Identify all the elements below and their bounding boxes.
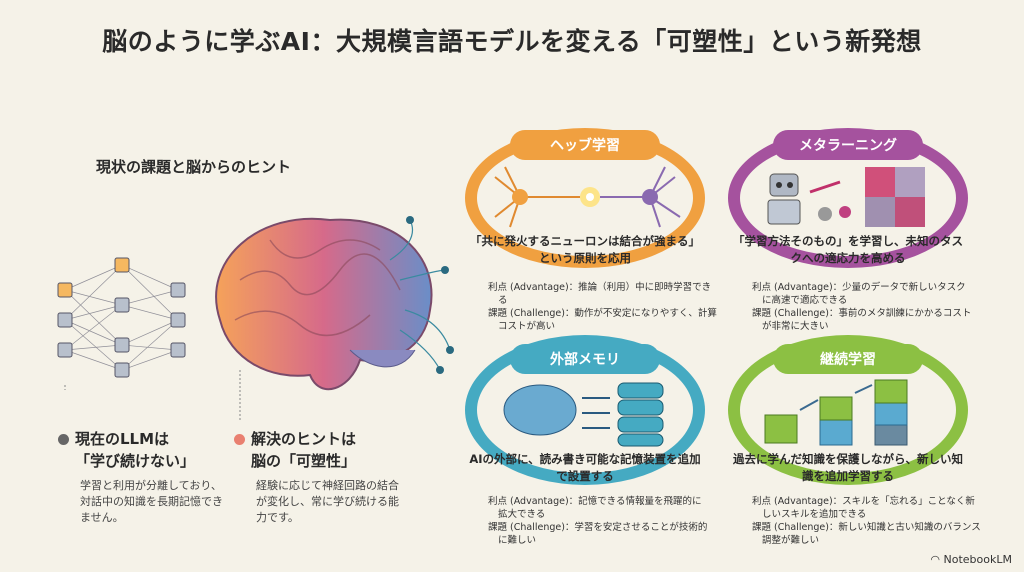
challenge: 課題 (Challenge)：学習を安定させることが技術的に難しい	[488, 522, 708, 546]
challenge: 課題 (Challenge)：新しい知識と古い知識のバランス調整が難しい	[752, 522, 981, 546]
neural-network-icon	[57, 257, 186, 390]
brain-illustration	[215, 216, 454, 420]
notebooklm-logo: ◠ NotebookLM	[930, 553, 1012, 566]
meta-points: 利点 (Advantage)：少量のデータで新しいタスクに高速で適応できる課題 …	[752, 281, 972, 333]
blocks-icon	[764, 379, 908, 446]
continual-caption: 過去に学んだ知識を保護しながら、新しい知識を追加学習する	[733, 452, 963, 483]
current-body: 学習と利用が分離しており、対話中の知識を長期記憶できません。	[80, 479, 223, 524]
hint-body: 経験に応じて神経回路の結合が変化し、常に学び続ける能力です。	[256, 479, 399, 524]
current-heading-2: 「学び続けない」	[75, 452, 196, 470]
robot-puzzle-icon	[767, 167, 925, 227]
advantage: 利点 (Advantage)：記憶できる情報量を飛躍的に拡大できる	[488, 496, 702, 520]
tab-hebbian: ヘッブ学習	[510, 130, 660, 160]
challenge: 課題 (Challenge)：動作が不安定になりやすく、計算コストが高い	[488, 308, 717, 332]
logo-icon: ◠	[930, 553, 944, 566]
logo-text: NotebookLM	[943, 553, 1012, 566]
hebbian-points: 利点 (Advantage)：推論（利用）中に即時学習できる課題 (Challe…	[488, 281, 718, 333]
hebbian-caption: 「共に発火するニューロンは結合が強まる」という原則を応用	[470, 234, 700, 265]
memory-caption: AIの外部に、読み書き可能な記憶装置を追加で設置する	[469, 452, 701, 483]
gray-dot-icon	[58, 434, 69, 445]
hint-heading-2: 脳の「可塑性」	[251, 452, 357, 470]
current-llm-block: 現在のLLMは「学び続けない」 学習と利用が分離しており、対話中の知識を長期記憶…	[58, 428, 228, 526]
tab-external-memory: 外部メモリ	[510, 344, 660, 374]
meta-caption: 「学習方法そのもの」を学習し、未知のタスクへの適応力を高める	[733, 234, 963, 265]
challenge: 課題 (Challenge)：事前のメタ訓練にかかるコストが非常に大きい	[752, 308, 972, 332]
memory-points: 利点 (Advantage)：記憶できる情報量を飛躍的に拡大できる課題 (Cha…	[488, 495, 708, 547]
continual-points: 利点 (Advantage)：スキルを「忘れる」ことなく新しいスキルを追加できる…	[752, 495, 982, 547]
page-title: 脳のように学ぶAI：大規模言語モデルを変える「可塑性」という新発想	[102, 27, 922, 56]
brain-database-icon	[503, 382, 664, 447]
advantage: 利点 (Advantage)：推論（利用）中に即時学習できる	[488, 282, 712, 306]
advantage: 利点 (Advantage)：少量のデータで新しいタスクに高速で適応できる	[752, 282, 966, 306]
section-title: 現状の課題と脳からのヒント	[96, 158, 292, 176]
neurons-icon	[494, 166, 681, 228]
tab-continual-learning: 継続学習	[773, 344, 923, 374]
red-dot-icon	[234, 434, 245, 445]
hint-block: 解決のヒントは脳の「可塑性」 経験に応じて神経回路の結合が変化し、常に学び続ける…	[234, 428, 404, 526]
tab-meta-learning: メタラーニング	[773, 130, 923, 160]
advantage: 利点 (Advantage)：スキルを「忘れる」ことなく新しいスキルを追加できる	[752, 496, 975, 520]
hint-heading-1: 解決のヒントは	[251, 430, 357, 448]
current-heading-1: 現在のLLMは	[75, 430, 170, 448]
